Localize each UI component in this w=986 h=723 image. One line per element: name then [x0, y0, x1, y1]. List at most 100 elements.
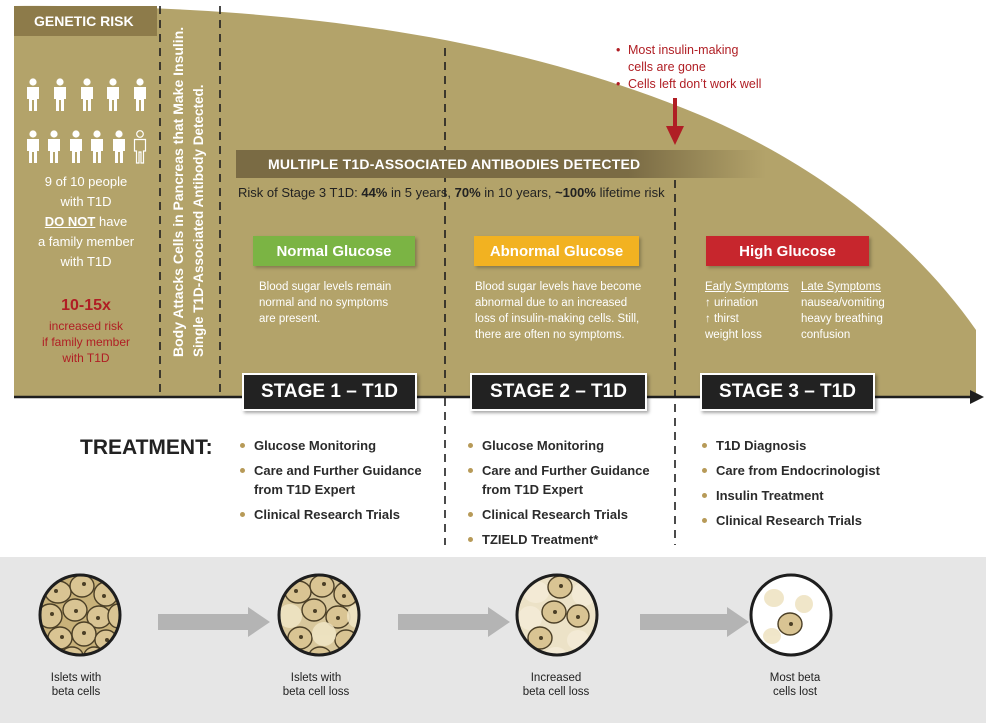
early-symptoms: Early Symptoms ↑ urination ↑ thirst weig… [705, 279, 789, 343]
risk-multiplier: 10-15x [61, 297, 111, 314]
risk-10yr-value: 70% [454, 185, 481, 200]
treatment-item: Clinical Research Trials [240, 505, 440, 524]
risk-prefix: Risk of Stage 3 T1D: [238, 185, 358, 200]
late-symptoms: Late Symptoms nausea/vomiting heavy brea… [801, 279, 885, 343]
callout-list: Most insulin-making cells are gone Cells… [616, 42, 761, 93]
people-line-5: with T1D [60, 254, 112, 269]
treatment-item: Care and Further Guidance from T1D Exper… [240, 461, 440, 499]
treatment-item: TZIELD Treatment* [468, 530, 678, 549]
risk-line-2: if family member [41, 335, 130, 349]
genetic-risk-text: 9 of 10 people with T1D DO NOT have a fa… [16, 172, 156, 272]
normal-glucose-label: Normal Glucose [253, 236, 415, 266]
people-line-2: with T1D [60, 194, 112, 209]
people-icon-grid [24, 78, 149, 182]
desc-line: normal and no symptoms [259, 297, 389, 309]
symptom-item: nausea/vomiting [801, 297, 885, 309]
treatment-item: Glucose Monitoring [468, 436, 678, 455]
treatment-label: TREATMENT: [80, 436, 213, 459]
genetic-risk-header: GENETIC RISK [14, 6, 157, 36]
symptom-item: weight loss [705, 329, 762, 341]
people-line-3: DO NOT have [16, 212, 156, 232]
cell-label-line: beta cell loss [282, 686, 350, 698]
stage-2-box: STAGE 2 – T1D [470, 373, 647, 411]
cell-label-line: Islets with [50, 672, 102, 684]
symptom-item: heavy breathing [801, 313, 883, 325]
cell-label-line: Most beta [769, 672, 821, 684]
person-icon [112, 130, 125, 163]
callout-item-continued-text: cells are gone [628, 60, 706, 74]
people-line-4: a family member [37, 234, 135, 249]
risk-description: increased risk if family member with T1D [16, 318, 156, 366]
stage-2-treatment-list: Glucose Monitoring Care and Further Guid… [468, 436, 678, 555]
stage-1-treatment-list: Glucose Monitoring Care and Further Guid… [240, 436, 440, 530]
islet-most-lost-cells [751, 575, 831, 655]
islet-some-loss-cells [279, 575, 359, 655]
do-not-emphasis: DO NOT [44, 214, 96, 229]
risk-curve-area [14, 5, 976, 397]
person-icon [53, 78, 66, 111]
treatment-item: Glucose Monitoring [240, 436, 440, 455]
symptom-item: ↑ urination [705, 297, 759, 309]
vertical-text-line-1: Body Attacks Cells in Pancreas that Make… [170, 26, 186, 357]
desc-line: Blood sugar levels have become [475, 281, 642, 293]
desc-line: are present. [259, 313, 321, 325]
stage-3-box: STAGE 3 – T1D [700, 373, 875, 411]
normal-glucose-description: Blood sugar levels remain normal and no … [259, 279, 419, 327]
cell-label-line: Increased [530, 672, 582, 684]
cell-label-line: cells lost [772, 686, 818, 698]
callout-item: Cells left don’t work well [616, 76, 761, 93]
timeline-arrowhead [970, 390, 984, 404]
person-icon [69, 130, 82, 163]
early-symptoms-heading: Early Symptoms [705, 281, 789, 293]
treatment-item: Care from Endocrinologist [702, 461, 902, 480]
late-symptoms-heading: Late Symptoms [801, 281, 881, 293]
abnormal-glucose-description: Blood sugar levels have become abnormal … [475, 279, 655, 343]
desc-line: abnormal due to an increased [475, 297, 628, 309]
treatment-item: Insulin Treatment [702, 486, 902, 505]
treatment-item: Clinical Research Trials [702, 511, 902, 530]
risk-line-1: increased risk [48, 319, 124, 333]
risk-10yr-text: in 10 years, [484, 185, 552, 200]
cell-label-line: Islets with [290, 672, 342, 684]
treatment-item: Clinical Research Trials [468, 505, 678, 524]
person-outline-icon [133, 130, 147, 164]
desc-line: loss of insulin-making cells. Still, [475, 313, 640, 325]
symptom-item: confusion [801, 329, 851, 341]
callout-item: Most insulin-making [616, 42, 761, 59]
high-glucose-label: High Glucose [706, 236, 869, 266]
person-icon [27, 130, 39, 163]
cell-label-1: Islets with beta cells [16, 671, 136, 699]
treatment-item: T1D Diagnosis [702, 436, 902, 455]
cell-label-4: Most beta cells lost [735, 671, 855, 699]
person-icon [48, 130, 61, 163]
people-line-3b: have [98, 214, 128, 229]
person-icon [27, 78, 39, 111]
desc-line: Blood sugar levels remain [259, 281, 392, 293]
abnormal-glucose-label: Abnormal Glucose [474, 236, 639, 266]
cell-label-2: Islets with beta cell loss [256, 671, 376, 699]
antibodies-banner: MULTIPLE T1D-ASSOCIATED ANTIBODIES DETEC… [236, 150, 766, 178]
person-icon [80, 78, 93, 111]
stage-3-treatment-list: T1D Diagnosis Care from Endocrinologist … [702, 436, 902, 536]
vertical-text-line-2: Single T1D-Associated Antibody Detected. [191, 84, 206, 357]
people-line-1: 9 of 10 people [44, 174, 128, 189]
callout-arrowhead [666, 126, 684, 145]
person-icon [91, 130, 104, 163]
islet-increased-loss-cells [517, 575, 597, 655]
risk-lifetime-text: lifetime risk [599, 185, 665, 200]
cell-label-line: beta cells [51, 686, 101, 698]
person-icon [107, 78, 120, 111]
desc-line: there are often no symptoms. [475, 329, 625, 341]
risk-lifetime-value: ~100% [555, 185, 596, 200]
cell-label-3: Increased beta cell loss [496, 671, 616, 699]
progress-arrows [158, 607, 749, 637]
treatment-item: Care and Further Guidance from T1D Exper… [468, 461, 678, 499]
risk-5yr-text: in 5 years, [391, 185, 451, 200]
callout-item-continued: cells are gone [616, 59, 761, 76]
stage3-risk-line: Risk of Stage 3 T1D: 44% in 5 years, 70%… [238, 185, 665, 200]
symptom-item: ↑ thirst [705, 313, 739, 325]
risk-line-3: with T1D [62, 351, 110, 365]
risk-5yr-value: 44% [361, 185, 388, 200]
cell-label-line: beta cell loss [522, 686, 590, 698]
